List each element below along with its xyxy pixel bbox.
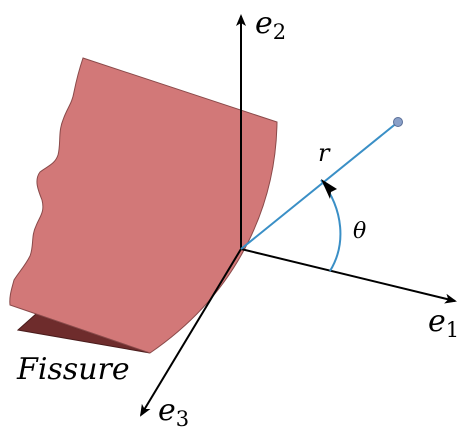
crack-face: [9, 57, 278, 354]
radius-label-r: r: [318, 139, 331, 167]
angle-arrowhead: [321, 179, 337, 199]
angle-label-theta: θ: [353, 219, 366, 244]
radial-line-r: [240, 121, 399, 250]
point-marker: [393, 117, 403, 127]
axis-e1-label: e1: [428, 304, 459, 342]
axis-e2-label: e2: [255, 6, 286, 44]
axis-e3: [139, 248, 242, 417]
crack-label: Fissure: [16, 352, 130, 387]
axis-e3-label: e3: [158, 393, 189, 428]
axis-e1: [240, 248, 457, 304]
